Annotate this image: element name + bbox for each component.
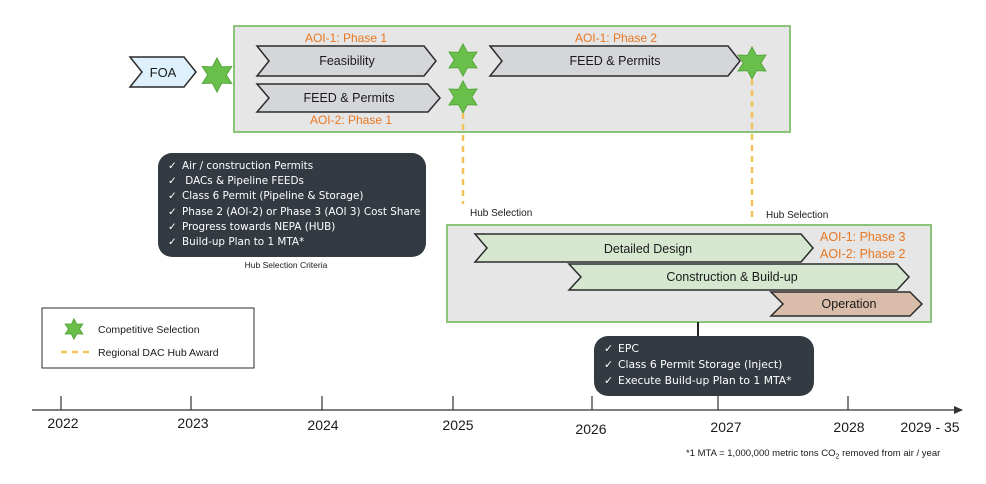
timeline-year-label: 2029 - 35 <box>900 419 959 435</box>
timeline-year-label: 2026 <box>575 421 606 437</box>
legend-star-icon <box>64 317 84 341</box>
timeline-year-label: 2023 <box>177 415 208 431</box>
feed-permits-aoi2-label: FEED & Permits <box>304 91 395 105</box>
footnote-main: *1 MTA = 1,000,000 metric tons CO <box>686 448 836 459</box>
aoi2-phase2-label: AOI-2: Phase 2 <box>820 247 906 261</box>
aoi1-phase1-label: AOI-1: Phase 1 <box>305 31 387 45</box>
timeline-year-label: 2022 <box>47 415 78 431</box>
check-icon: ✓ <box>604 342 614 355</box>
aoi1-phase3-label: AOI-1: Phase 3 <box>820 230 906 244</box>
footnote-tail: removed from air / year <box>839 448 940 459</box>
foa-chevron <box>128 56 197 88</box>
epc-item: ✓Class 6 Permit Storage (Inject) <box>604 358 783 371</box>
feed-permits-aoi1-chevron <box>488 45 741 77</box>
hub-selection-label-right: Hub Selection <box>766 210 828 221</box>
criteria-item: ✓Class 6 Permit (Pipeline & Storage) <box>168 189 416 204</box>
timeline-year-label: 2024 <box>307 417 338 433</box>
criteria-item: ✓ DACs & Pipeline FEEDs <box>168 174 416 189</box>
operation-chevron <box>769 291 924 317</box>
hub-selection-label-left: Hub Selection <box>470 208 532 219</box>
timeline-ticks: 2022 2023 2024 2025 2026 2027 2028 2029 - 35 <box>47 396 960 437</box>
construction-buildup-chevron <box>567 263 911 291</box>
check-icon: ✓ <box>168 236 177 249</box>
check-icon: ✓ <box>604 374 614 387</box>
check-icon: ✓ <box>168 175 177 188</box>
detailed-design-label: Detailed Design <box>604 242 692 256</box>
legend-box <box>41 307 255 369</box>
feasibility-chevron <box>255 45 437 77</box>
hub-selection-criteria-caption: Hub Selection Criteria <box>245 260 328 270</box>
feed-permits-aoi2-chevron <box>255 83 441 113</box>
criteria-item: ✓Build-up Plan to 1 MTA* <box>168 235 416 250</box>
competitive-selection-star-icon <box>448 42 478 78</box>
footnote-subscript: 2 <box>836 454 840 461</box>
check-icon: ✓ <box>168 220 177 233</box>
foa-label: FOA <box>150 65 177 80</box>
check-icon: ✓ <box>168 205 177 218</box>
competitive-selection-star-icon <box>201 56 233 94</box>
check-icon: ✓ <box>168 190 177 203</box>
check-icon: ✓ <box>168 160 177 172</box>
aoi2-phase1-label: AOI-2: Phase 1 <box>310 113 392 127</box>
timeline-year-label: 2028 <box>833 419 864 435</box>
timeline-year-label: 2027 <box>710 419 741 435</box>
epc-box: ✓EPC ✓Class 6 Permit Storage (Inject) ✓E… <box>594 336 814 396</box>
feed-permits-aoi1-label: FEED & Permits <box>570 54 661 68</box>
timeline-year-label: 2025 <box>442 417 473 433</box>
legend-competitive-label: Competitive Selection <box>98 324 200 336</box>
footnote: *1 MTA = 1,000,000 metric tons CO2 remov… <box>686 448 940 461</box>
top-phase-panel <box>233 25 791 133</box>
detailed-design-chevron <box>473 233 814 263</box>
operation-label: Operation <box>822 297 877 311</box>
aoi1-phase2-label: AOI-1: Phase 2 <box>575 31 657 45</box>
feasibility-label: Feasibility <box>319 54 375 68</box>
legend-award-label: Regional DAC Hub Award <box>98 347 219 359</box>
check-icon: ✓ <box>604 358 614 371</box>
criteria-item: ✓Phase 2 (AOI-2) or Phase 3 (AOI 3) Cost… <box>168 205 420 220</box>
criteria-item: ✓Progress towards NEPA (HUB) <box>168 220 416 235</box>
hub-selection-criteria-box: ✓Air / construction Permits ✓ DACs & Pip… <box>158 153 426 257</box>
criteria-item: ✓Air / construction Permits <box>168 159 416 174</box>
construction-buildup-label: Construction & Build-up <box>666 270 797 284</box>
epc-item: ✓Execute Build-up Plan to 1 MTA* <box>604 374 792 387</box>
epc-item: ✓EPC <box>604 342 639 355</box>
